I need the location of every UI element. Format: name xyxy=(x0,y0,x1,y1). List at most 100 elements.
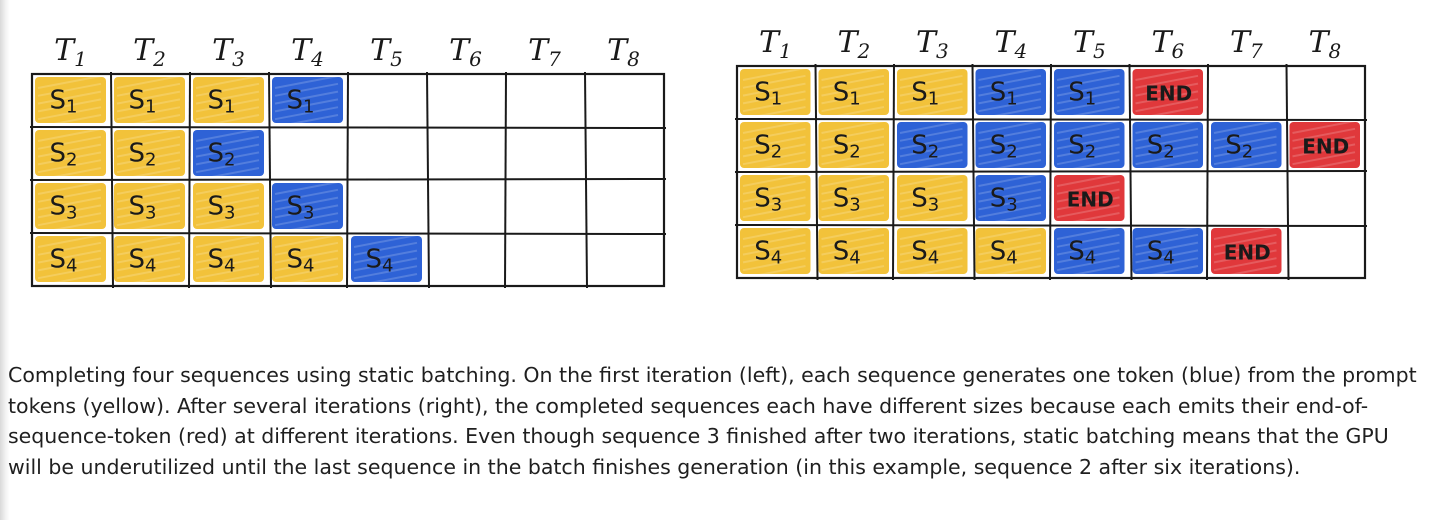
scribble-stroke xyxy=(1213,226,1277,240)
token-fill xyxy=(818,122,889,168)
scribble-stroke xyxy=(274,188,339,203)
scribble-stroke xyxy=(742,249,806,264)
token-fill xyxy=(193,130,264,176)
scribble-stroke xyxy=(899,204,963,219)
scribble-stroke xyxy=(195,188,260,203)
scribble-stroke xyxy=(37,273,102,287)
scribble-stroke xyxy=(274,220,339,234)
token-fill xyxy=(1054,69,1125,115)
token-cell: S3 xyxy=(272,181,343,234)
token-cell: END xyxy=(1132,67,1203,120)
scribble-stroke xyxy=(1056,82,1120,97)
token-cell: S4 xyxy=(272,234,343,287)
scribble-stroke xyxy=(899,257,963,272)
scribble-stroke xyxy=(742,241,806,256)
scribble-stroke xyxy=(1056,74,1120,89)
scribble-stroke xyxy=(274,212,339,227)
scribble-stroke xyxy=(1135,233,1199,248)
scribble-stroke xyxy=(742,196,806,211)
scribble-stroke xyxy=(37,188,102,203)
scribble-stroke xyxy=(116,212,181,227)
token-cell: S3 xyxy=(897,173,968,226)
scribble-stroke xyxy=(116,167,181,181)
scribble-stroke xyxy=(821,249,885,264)
scribble-stroke xyxy=(821,233,885,248)
grid-row-line xyxy=(734,118,1368,121)
scribble-stroke xyxy=(1056,265,1120,279)
token-cell: S2 xyxy=(1211,120,1282,173)
scribble-stroke xyxy=(1292,143,1356,158)
scribble-stroke xyxy=(116,188,181,203)
scribble-stroke xyxy=(116,128,181,142)
scribble-stroke xyxy=(1213,120,1277,134)
token-fill xyxy=(35,77,106,123)
token-cell: S3 xyxy=(818,173,889,226)
scribble-stroke xyxy=(1135,120,1199,134)
scribble-stroke xyxy=(742,120,806,134)
scribble-stroke xyxy=(195,212,260,227)
scribble-stroke xyxy=(37,167,102,181)
token-cell: END xyxy=(1054,173,1125,226)
scribble-stroke xyxy=(195,151,260,166)
scribble-stroke xyxy=(899,151,963,166)
scribble-stroke xyxy=(821,257,885,272)
column-header-t3: T3 xyxy=(212,33,245,71)
scribble-stroke xyxy=(116,143,181,158)
token-fill xyxy=(114,183,185,229)
token-cell: S2 xyxy=(35,128,106,181)
scribble-stroke xyxy=(742,151,806,166)
scribble-stroke xyxy=(37,82,102,97)
scribble-stroke xyxy=(116,220,181,234)
scribble-stroke xyxy=(116,135,181,150)
scribble-stroke xyxy=(37,257,102,272)
column-header-t4: T4 xyxy=(291,33,324,71)
scribble-stroke xyxy=(195,265,260,280)
token-fill xyxy=(1211,122,1282,168)
scribble-stroke xyxy=(353,234,418,248)
scribble-stroke xyxy=(1056,67,1120,81)
scribble-stroke xyxy=(116,273,181,287)
scribble-stroke xyxy=(274,273,339,287)
token-cell: S3 xyxy=(740,173,811,226)
token-cell: S1 xyxy=(1054,67,1125,120)
scribble-stroke xyxy=(116,90,181,105)
scribble-stroke xyxy=(195,167,260,181)
scribble-stroke xyxy=(37,212,102,227)
token-fill xyxy=(897,175,968,221)
scribble-stroke xyxy=(1135,226,1199,240)
scribble-stroke xyxy=(116,114,181,128)
sequence-token-label: S1 xyxy=(911,78,939,110)
token-fill xyxy=(975,175,1046,221)
scribble-stroke xyxy=(742,233,806,248)
token-cell: S4 xyxy=(818,226,889,279)
grid-row-line xyxy=(734,170,1368,173)
scribble-stroke xyxy=(821,204,885,219)
scribble-stroke xyxy=(821,159,885,173)
token-cell: S1 xyxy=(818,67,889,120)
token-fill xyxy=(1132,122,1203,168)
scribble-stroke xyxy=(1056,233,1120,248)
column-header-t7: T7 xyxy=(528,33,561,71)
scribble-stroke xyxy=(37,181,102,195)
figure-caption: Completing four sequences using static b… xyxy=(8,363,1417,479)
scribble-stroke xyxy=(1135,106,1199,120)
scribble-stroke xyxy=(978,135,1042,150)
token-fill xyxy=(1054,122,1125,168)
scribble-stroke xyxy=(116,257,181,272)
scribble-stroke xyxy=(821,173,885,187)
token-fill xyxy=(1211,228,1282,274)
scribble-stroke xyxy=(1056,249,1120,264)
scribble-stroke xyxy=(742,265,806,279)
scribble-stroke xyxy=(742,98,806,113)
token-fill xyxy=(740,175,811,221)
scribble-stroke xyxy=(1056,212,1120,226)
token-cell: S1 xyxy=(272,75,343,128)
token-cell: S4 xyxy=(1054,226,1125,279)
scribble-stroke xyxy=(978,143,1042,158)
column-header-t6: T6 xyxy=(449,33,482,71)
scribble-stroke xyxy=(1135,265,1199,279)
scribble-stroke xyxy=(899,188,963,203)
scribble-stroke xyxy=(37,249,102,264)
scribble-stroke xyxy=(899,159,963,173)
